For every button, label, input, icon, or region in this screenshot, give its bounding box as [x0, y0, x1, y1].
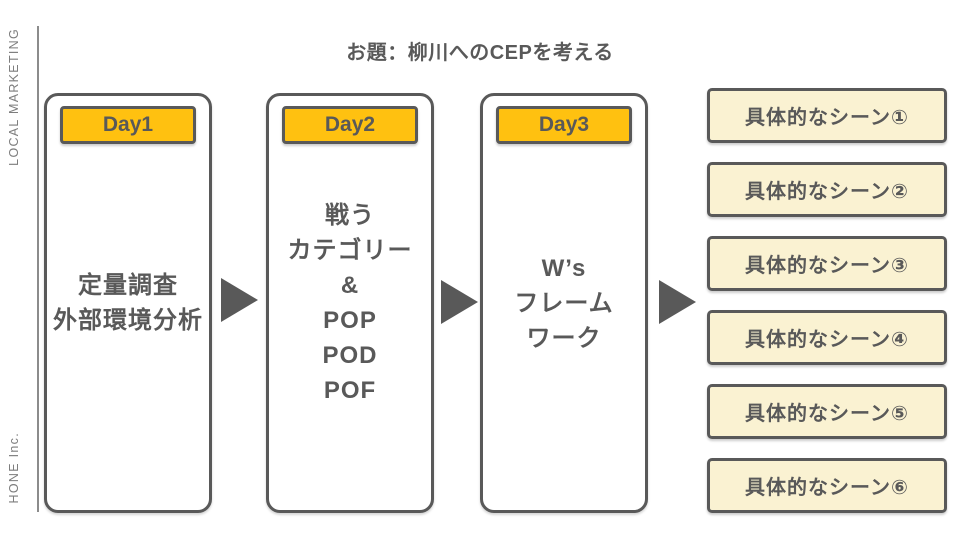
scene-box-1: 具体的なシーン①: [707, 88, 947, 143]
day3-header-badge: Day3: [496, 106, 632, 144]
day1-text-line: 外部環境分析: [53, 307, 203, 334]
day2-text-line: POD: [322, 342, 378, 369]
scene-box-2: 具体的なシーン②: [707, 162, 947, 217]
day3-content: W’s フレーム ワーク: [514, 251, 613, 356]
day2-text-line: POP: [323, 307, 377, 334]
day2-text-line: &: [340, 272, 360, 299]
rail-divider: [37, 26, 39, 512]
day2-text-line: POF: [323, 377, 377, 404]
scene-box-4: 具体的なシーン④: [707, 310, 947, 365]
arrow-right-icon: [221, 278, 258, 322]
day3-text-line: ワーク: [526, 324, 602, 352]
day1-header-badge: Day1: [60, 106, 196, 144]
arrow-right-icon: [441, 280, 478, 324]
scene-list: 具体的なシーン① 具体的なシーン② 具体的なシーン③ 具体的なシーン④ 具体的な…: [707, 88, 947, 513]
day2-header-badge: Day2: [282, 106, 418, 144]
rail-company-label: HONE Inc.: [7, 432, 21, 504]
day2-text-line: 戦う: [325, 202, 375, 229]
day2-text-line: カテゴリー: [287, 237, 413, 264]
column-day3: Day3 W’s フレーム ワーク: [480, 93, 648, 513]
scene-box-6: 具体的なシーン⑥: [707, 458, 947, 513]
column-day1: Day1 定量調査 外部環境分析: [44, 93, 212, 513]
scene-box-3: 具体的なシーン③: [707, 236, 947, 291]
day2-content: 戦う カテゴリー & POP POD POF: [288, 198, 413, 408]
day3-text-line: フレーム: [514, 289, 614, 317]
page-title: お題：柳川へのCEPを考える: [346, 42, 614, 64]
arrow-right-icon: [659, 280, 696, 324]
day1-content: 定量調査 外部環境分析: [53, 268, 203, 338]
scene-box-5: 具体的なシーン⑤: [707, 384, 947, 439]
column-day2: Day2 戦う カテゴリー & POP POD POF: [266, 93, 434, 513]
day1-text-line: 定量調査: [78, 272, 178, 299]
day3-text-line: W’s: [541, 254, 587, 282]
